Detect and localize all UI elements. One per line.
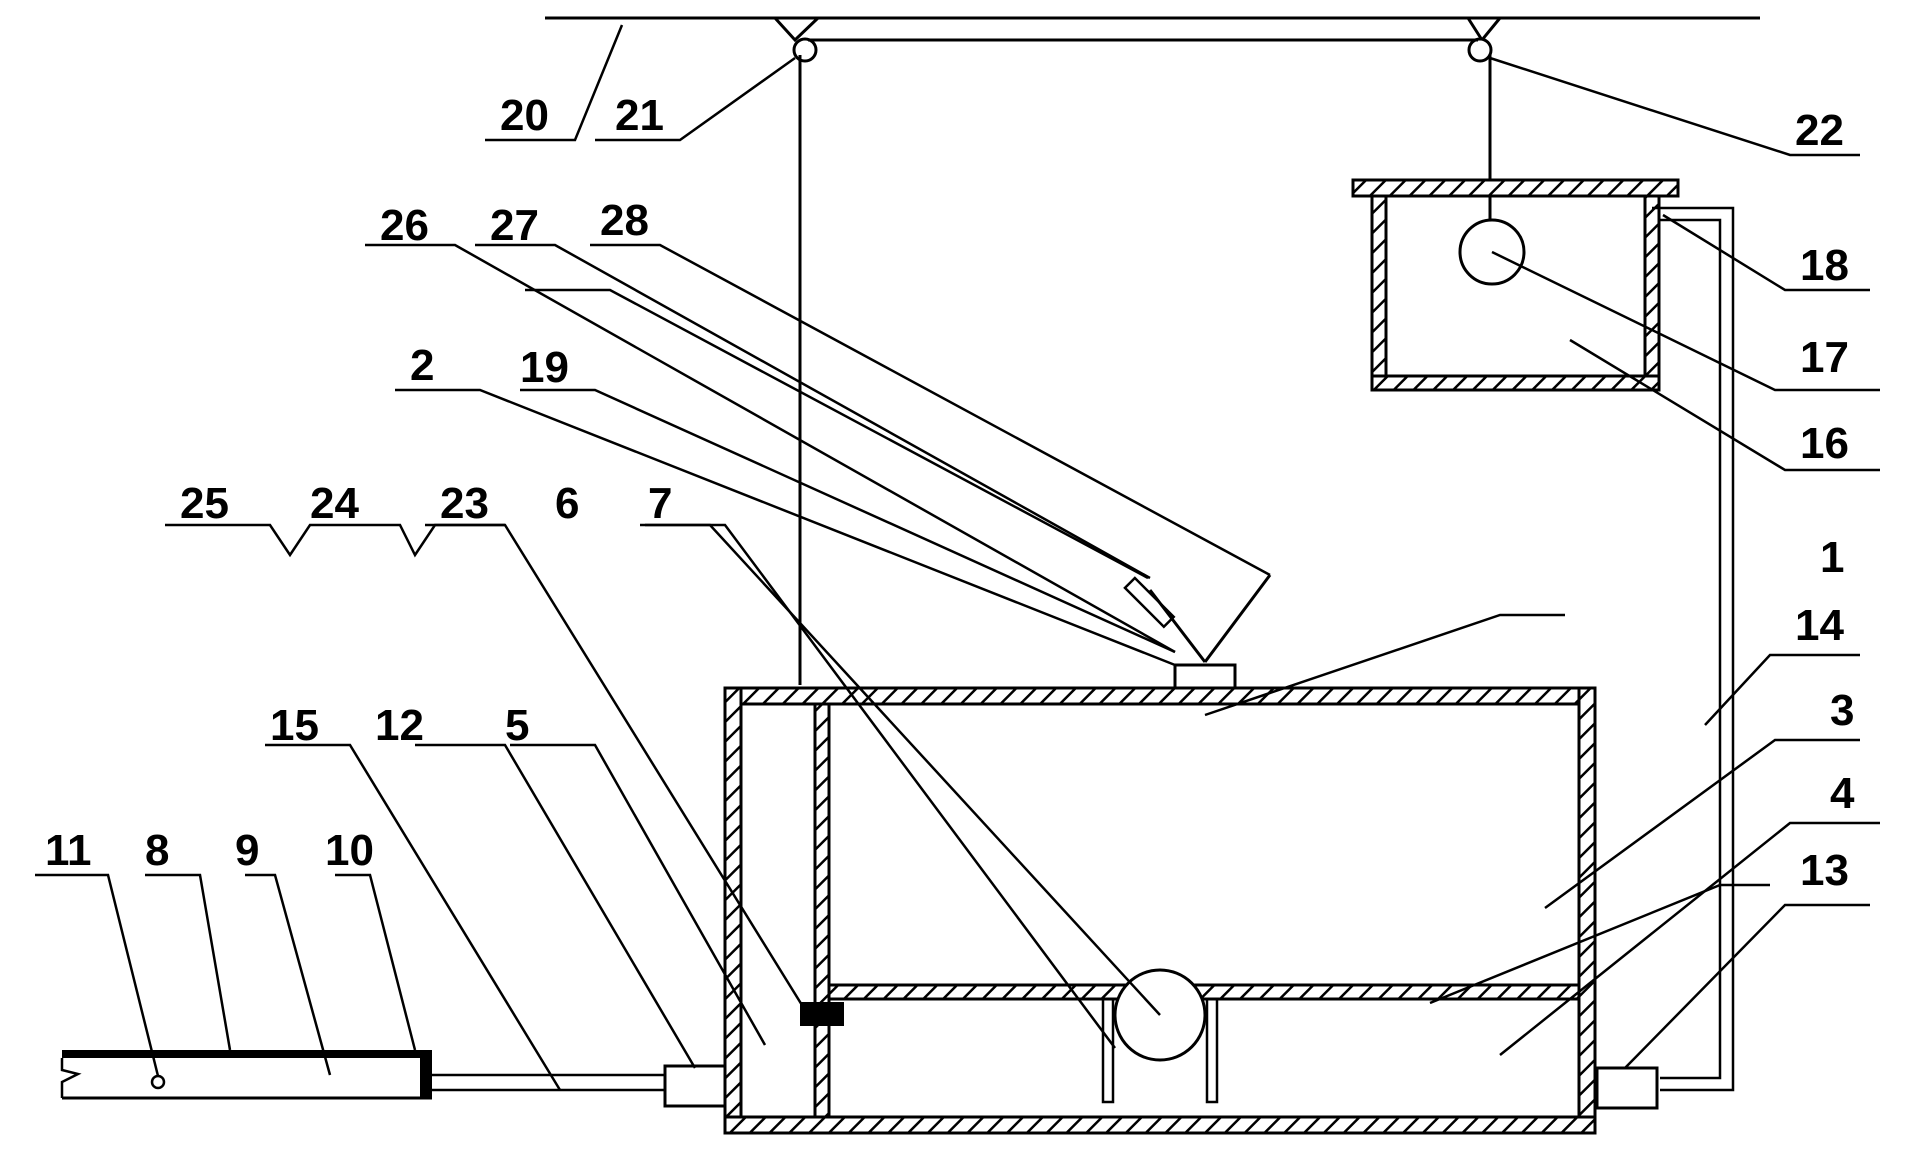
label-10: 10 (325, 826, 374, 875)
label-22: 22 (1795, 106, 1844, 155)
label-1: 1 (1820, 533, 1844, 582)
label-2: 2 (410, 341, 434, 390)
label-6: 6 (555, 479, 579, 528)
valve-12 (663, 1064, 727, 1108)
pulley-bracket-right (1466, 17, 1502, 43)
label-12: 12 (375, 701, 424, 750)
pulley-21 (792, 37, 818, 63)
label-26: 26 (380, 201, 429, 250)
tank-left-wall (723, 686, 743, 1135)
label-9: 9 (235, 826, 259, 875)
label-28: 28 (600, 196, 649, 245)
label-24: 24 (310, 479, 359, 528)
sensor-blade-27 (1123, 576, 1176, 629)
label-4: 4 (1830, 769, 1855, 818)
end-cap-10 (420, 1058, 432, 1098)
label-3: 3 (1830, 686, 1854, 735)
hole-11 (150, 1074, 166, 1090)
ball-guide-right (1205, 997, 1219, 1104)
container-wall-right (1643, 194, 1661, 378)
pump-13 (1595, 1066, 1659, 1110)
container-lid (1351, 178, 1680, 198)
pipe-break (60, 1058, 82, 1098)
pulley-22 (1467, 37, 1493, 63)
ball-guide-left (1101, 997, 1115, 1104)
label-23: 23 (440, 479, 489, 528)
label-15: 15 (270, 701, 319, 750)
label-18: 18 (1800, 241, 1849, 290)
label-17: 17 (1800, 333, 1849, 382)
label-21: 21 (615, 91, 664, 140)
label-5: 5 (505, 701, 529, 750)
tank-bottom-wall (723, 1115, 1597, 1135)
sensor-base (1173, 663, 1237, 690)
label-19: 19 (520, 343, 569, 392)
label-25: 25 (180, 479, 229, 528)
valve-23 (800, 1002, 844, 1026)
container-bottom (1370, 374, 1661, 392)
label-27: 27 (490, 201, 539, 250)
label-16: 16 (1800, 419, 1849, 468)
inner-partition (813, 702, 831, 1119)
pipe-14-inner (1660, 218, 1722, 1080)
label-7: 7 (648, 479, 672, 528)
label-8: 8 (145, 826, 169, 875)
label-14: 14 (1795, 601, 1844, 650)
pipe-14-outer (1652, 206, 1735, 1092)
label-11: 11 (45, 826, 92, 875)
container-wall-left (1370, 194, 1388, 378)
label-13: 13 (1800, 846, 1849, 895)
leader-lines (35, 24, 1880, 1091)
tank-right-wall (1577, 686, 1597, 1135)
label-20: 20 (500, 91, 549, 140)
pulley-bracket-left (773, 16, 820, 43)
pipe-8-top (62, 1050, 432, 1058)
